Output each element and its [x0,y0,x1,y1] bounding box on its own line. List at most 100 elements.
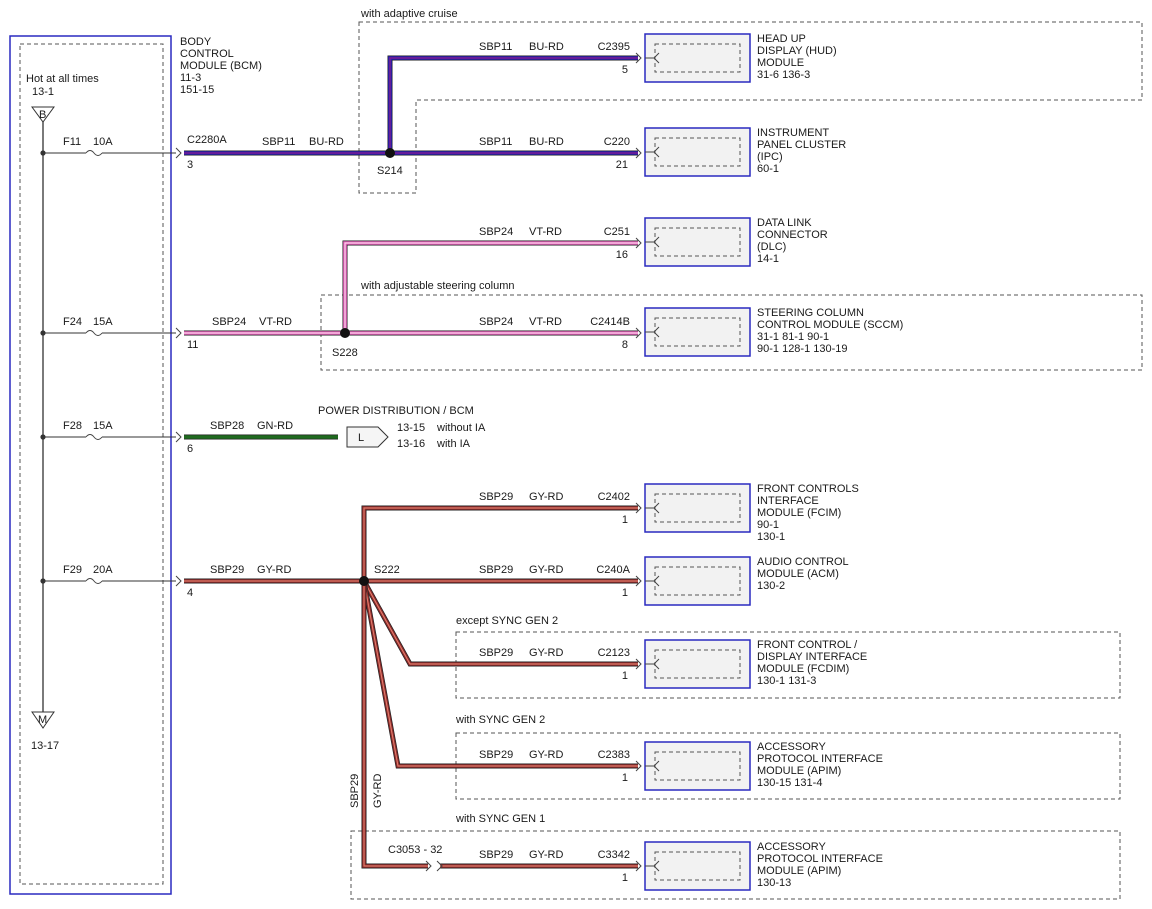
splice-label: S222 [374,564,400,576]
fuse-rating: 20A [93,564,113,576]
module-fcdim [644,639,751,689]
fuse-icon [85,434,103,440]
option-region-except-sync2 [455,631,1121,699]
power-distribution-ref-note: with IA [436,438,471,450]
circuit-label: SBP11 [262,136,295,148]
module-fcdim-title-line: FRONT CONTROL / [757,639,858,651]
module-sccm-title-line: 31-1 81-1 90-1 [757,331,829,343]
module-apim1-title-line: 130-13 [757,877,791,889]
module-circuit-label: SBP11 [479,136,512,148]
module-connector-label: C2383 [598,749,630,761]
module-fcdim-title-line: MODULE (FCDIM) [757,663,849,675]
circuit-color-label: BU-RD [309,136,344,148]
power-distribution-connector-label: L [358,432,364,444]
module-apim2-arrow-icon [635,760,642,772]
module-dlc-title-line: (DLC) [757,241,786,253]
module-fcim-title-line: 90-1 [757,519,779,531]
module-ipc [644,127,751,177]
fuse-label: F28 [63,420,82,432]
fuse-label: F24 [63,316,82,328]
module-hud-title-line: HEAD UP [757,33,806,45]
circuit-color-label: GY-RD [257,564,291,576]
connector-m-label: M [38,714,47,726]
option-label-adaptive-cruise: with adaptive cruise [360,8,458,20]
module-circuit-label: SBP24 [479,226,513,238]
module-sccm-arrow-icon [635,327,642,339]
module-pin-label: 21 [616,159,628,171]
module-connector-label: C2414B [590,316,630,328]
splice-s222 [359,576,369,586]
module-apim1-arrow-icon [635,860,642,872]
module-acm-arrow-icon [635,575,642,587]
module-fcim-arrow-icon [635,502,642,514]
module-connector-label: C240A [596,564,630,576]
module-circuit-label: SBP29 [479,749,513,761]
wire-sbp29-apim2 [361,580,638,769]
option-label-with-sync2: with SYNC GEN 2 [455,714,545,726]
option-region-adaptive-cruise [358,21,1143,194]
module-fcim-title-line: INTERFACE [757,495,819,507]
bcm-pin: 6 [187,443,193,455]
module-connector-label: C3342 [598,849,630,861]
power-distribution-ref-page: 13-16 [397,438,425,450]
power-distribution-ref-page: 13-15 [397,422,425,434]
option-label-except-sync2: except SYNC GEN 2 [456,615,558,627]
bcm-title-line: CONTROL [180,48,234,60]
circuit-color-label: VT-RD [259,316,292,328]
module-fcdim-title-line: 130-1 131-3 [757,675,816,687]
option-label-with-sync1: with SYNC GEN 1 [455,813,545,825]
connector-b-label: B [39,109,46,121]
wire-sbp24-dlc [342,240,638,333]
fuse-rating: 15A [93,420,113,432]
power-distribution-title: POWER DISTRIBUTION / BCM [318,405,474,417]
module-pin-label: 1 [622,772,628,784]
wire-sbp11-hud [387,55,638,153]
module-color-label: GY-RD [529,749,563,761]
module-fcdim-title-line: DISPLAY INTERFACE [757,651,867,663]
inline-connector-icon [425,860,432,872]
fuse-label: F11 [63,136,81,148]
module-apim1-title-line: PROTOCOL INTERFACE [757,853,883,865]
bcm-output-icon [175,431,182,443]
module-hud [644,33,751,83]
module-ipc-title-line: PANEL CLUSTER [757,139,846,151]
module-sccm-title-line: CONTROL MODULE (SCCM) [757,319,903,331]
bottom-ref: 13-17 [31,740,59,752]
module-color-label: BU-RD [529,136,564,148]
bcm-title-line: BODY [180,36,212,48]
module-pin-label: 8 [622,339,628,351]
circuit-label: SBP24 [212,316,246,328]
module-color-label: GY-RD [529,564,563,576]
fuse-icon [85,330,103,336]
inline-connector-label: C3053 - 32 [388,844,442,856]
module-apim2-title-line: ACCESSORY [757,741,827,753]
module-connector-label: C2123 [598,647,630,659]
power-distribution-ref-note: without IA [436,422,486,434]
fuse-rating: 10A [93,136,113,148]
module-circuit-label: SBP24 [479,316,513,328]
module-hud-arrow-icon [635,52,642,64]
module-connector-label: C2395 [598,41,630,53]
module-connector-label: C2402 [598,491,630,503]
module-ipc-arrow-icon [635,147,642,159]
bcm-output-icon [175,147,182,159]
module-fcim [644,483,751,533]
fuse-rating: 15A [93,316,113,328]
connector-m-icon [31,711,55,729]
option-region-with-sync2 [455,732,1121,800]
connector-b-icon [31,106,55,123]
module-color-label: GY-RD [529,849,563,861]
module-sccm-title-line: STEERING COLUMN [757,307,864,319]
option-label-adjustable-column: with adjustable steering column [360,280,514,292]
module-pin-label: 5 [622,64,628,76]
splice-label: S228 [332,347,358,359]
module-color-label: VT-RD [529,316,562,328]
module-fcim-title-line: MODULE (FCIM) [757,507,841,519]
module-acm-title-line: MODULE (ACM) [757,568,839,580]
module-pin-label: 1 [622,587,628,599]
splice-s228 [340,328,350,338]
module-fcim-title-line: FRONT CONTROLS [757,483,859,495]
bcm-connector-label: C2280A [187,134,227,146]
bcm-pin: 11 [187,339,198,351]
fuse-label: F29 [63,564,82,576]
